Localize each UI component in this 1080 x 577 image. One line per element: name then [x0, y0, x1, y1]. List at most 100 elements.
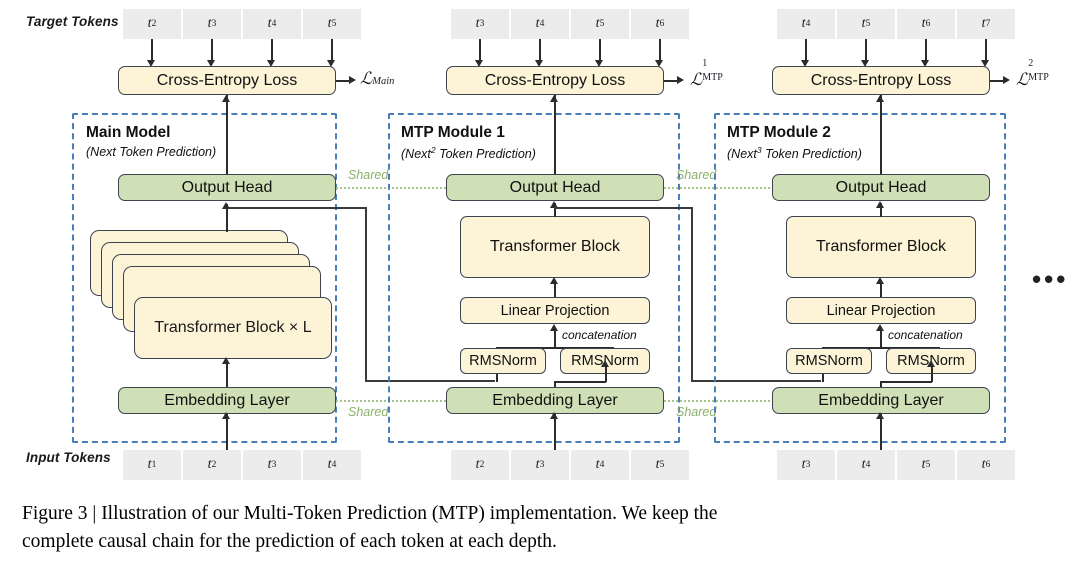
arrow-line	[554, 414, 556, 454]
arrow-line	[226, 95, 228, 174]
linear-projection-mtp1: Linear Projection	[460, 297, 650, 324]
input-tokens-label: Input Tokens	[26, 450, 111, 465]
arrow-head	[222, 412, 230, 419]
arrow-line	[805, 39, 807, 62]
arrow-head	[550, 412, 558, 419]
rmsnorm-left-mtp1: RMSNorm	[460, 348, 546, 374]
loss-out-line	[336, 80, 350, 82]
arrow-line	[151, 39, 153, 62]
arrow-head	[535, 60, 543, 67]
embedding-layer-mtp2: Embedding Layer	[772, 387, 990, 414]
arrow-head	[550, 95, 558, 102]
arrow-head	[222, 95, 230, 102]
arrow-line	[226, 362, 228, 387]
sub-pre: (Next	[727, 147, 757, 162]
arrow-line	[226, 414, 228, 454]
arrow-head	[222, 357, 230, 364]
module-title-main: Main Model	[86, 124, 171, 141]
cross-entropy-loss-box-mtp2: Cross-Entropy Loss	[772, 66, 990, 95]
arrow-line	[539, 39, 541, 62]
output-head-mtp1: Output Head	[446, 174, 664, 201]
module-container-mtp2	[714, 113, 1006, 443]
arrow-head	[327, 60, 335, 67]
arrow-line	[880, 281, 882, 298]
arrow-head	[1003, 76, 1010, 84]
arrow-head	[349, 76, 356, 84]
route-line	[365, 207, 367, 382]
arrow-head	[207, 60, 215, 67]
module-container-mtp1	[388, 113, 680, 443]
embedding-layer-mtp1: Embedding Layer	[446, 387, 664, 414]
output-head-mtp2: Output Head	[772, 174, 990, 201]
concatenation-label-mtp2: concatenation	[888, 328, 963, 342]
linear-projection-mtp2: Linear Projection	[786, 297, 976, 324]
sub-post: Token Prediction)	[435, 147, 536, 162]
arrow-head	[876, 201, 884, 208]
loss-sup-mtp2: 2	[1028, 58, 1034, 69]
rmsnorm-left-mtp2: RMSNorm	[786, 348, 872, 374]
arrow-head	[601, 360, 609, 367]
module-subtitle-main: (Next Token Prediction)	[86, 145, 217, 159]
shared-connector-head-1	[336, 187, 458, 189]
arrow-line	[880, 328, 882, 348]
arrow-head	[677, 76, 684, 84]
route-line	[605, 364, 607, 382]
shared-label-head-2: Shared	[676, 168, 717, 182]
concat-bracket	[822, 347, 939, 349]
arrow-line	[985, 39, 987, 62]
sub-post: Token Prediction)	[761, 147, 862, 162]
transformer-block-main: Transformer Block × L	[134, 297, 332, 359]
transformer-block-label-main: Transformer Block × L	[154, 319, 312, 336]
route-line	[880, 381, 932, 383]
module-title-mtp2: MTP Module 2	[727, 124, 831, 141]
arrow-head	[876, 412, 884, 419]
route-line	[554, 381, 606, 383]
cross-entropy-loss-box-main: Cross-Entropy Loss	[118, 66, 336, 95]
sub-sup: 3	[756, 145, 762, 155]
sub-sup: 2	[430, 145, 436, 155]
module-container-main	[72, 113, 337, 443]
route-line	[691, 380, 821, 382]
route-line	[691, 207, 693, 382]
arrow-head	[861, 60, 869, 67]
caption-line-1: Figure 3 | Illustration of our Multi-Tok…	[22, 503, 718, 524]
loss-symbol-mtp2: ℒ 2 MTP	[1016, 58, 1049, 89]
arrow-line	[271, 39, 273, 62]
arrow-head	[550, 324, 558, 331]
route-line	[226, 207, 367, 209]
embedding-layer-main: Embedding Layer	[118, 387, 336, 414]
arrow-head	[927, 360, 935, 367]
arrow-line	[599, 39, 601, 62]
loss-symbol-main: ℒMain	[360, 69, 395, 88]
route-line	[931, 364, 933, 382]
arrow-head	[655, 60, 663, 67]
arrow-line	[925, 39, 927, 62]
arrow-head	[595, 60, 603, 67]
arrow-line	[554, 95, 556, 174]
loss-sup-mtp1: 1	[702, 58, 708, 69]
module-title-mtp1: MTP Module 1	[401, 124, 505, 141]
target-tokens-label: Target Tokens	[26, 14, 119, 29]
sub-pre: (Next	[401, 147, 431, 162]
arrow-head	[475, 60, 483, 67]
concat-bracket	[496, 347, 613, 349]
arrow-head	[550, 277, 558, 284]
transformer-block-mtp2: Transformer Block	[786, 216, 976, 278]
arrow-line	[880, 414, 882, 454]
